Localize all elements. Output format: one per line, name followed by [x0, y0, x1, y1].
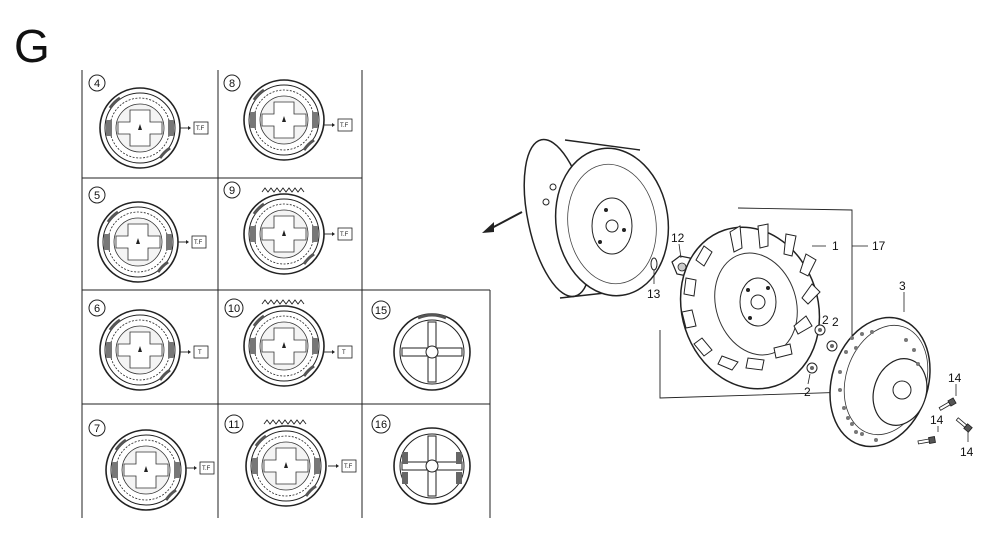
tag-marker: T	[323, 345, 353, 359]
rotor-drawing	[96, 200, 180, 284]
variant-ref-label: 15	[375, 305, 387, 317]
callout-1: 1	[832, 239, 839, 253]
variant-cell: 16	[371, 414, 471, 505]
variant-ref-label: 6	[94, 303, 100, 315]
callout-14: 14	[960, 445, 974, 459]
svg-text:T: T	[198, 350, 202, 356]
starter-pulley	[829, 316, 931, 448]
tag-marker: T.F	[323, 227, 353, 241]
callout-14: 14	[930, 413, 944, 427]
variant-cell: 6 T	[88, 299, 209, 392]
svg-text:T.F: T.F	[340, 123, 349, 129]
variant-ref-label: 11	[228, 419, 239, 431]
rotor-drawing	[244, 419, 328, 508]
small-nut	[814, 324, 826, 336]
variant-ref-label: 16	[375, 419, 387, 431]
rotor-drawing	[242, 299, 326, 388]
bolt	[955, 417, 973, 433]
callout-2: 2	[822, 313, 829, 327]
variant-ref-label: 9	[229, 185, 235, 197]
variant-cell: 8 T.F	[223, 74, 353, 162]
variant-cell: 9 T.F	[223, 181, 353, 276]
svg-text:T.F: T.F	[344, 464, 353, 470]
bolt	[917, 436, 936, 445]
tag-marker: T.F	[185, 461, 215, 475]
rotor-drawing	[104, 428, 188, 512]
variant-ref-label: 4	[94, 78, 100, 90]
svg-text:T: T	[342, 350, 346, 356]
rotor-drawing	[242, 187, 326, 276]
svg-text:T.F: T.F	[340, 232, 349, 238]
variant-cell: 10 T	[224, 298, 353, 388]
callout-13: 13	[647, 287, 661, 301]
callout-12: 12	[671, 231, 685, 245]
svg-text:T.F: T.F	[196, 126, 205, 132]
variant-ref-label: 10	[228, 303, 240, 315]
variant-ref-label: 8	[229, 78, 235, 90]
variant-cell: 5 T.F	[88, 186, 207, 284]
callout-17: 17	[872, 239, 886, 253]
rotor-drawing	[98, 86, 182, 170]
tag-marker: T	[179, 345, 209, 359]
rotor-drawing	[393, 313, 471, 391]
tag-marker: T.F	[327, 459, 357, 473]
variant-ref-label: 5	[94, 190, 100, 202]
svg-text:T.F: T.F	[194, 240, 203, 246]
callout-2: 2	[804, 385, 811, 399]
variant-ref-label: 7	[94, 423, 100, 435]
tag-marker: T.F	[179, 121, 209, 135]
rotor-drawing	[98, 308, 182, 392]
variant-cell: 11 T.F	[224, 414, 357, 508]
tag-marker: T.F	[323, 118, 353, 132]
section-letter: G	[14, 20, 50, 72]
flywheel-assembly	[482, 138, 670, 299]
variant-cell: 15	[371, 300, 471, 391]
tag-marker: T.F	[177, 235, 207, 249]
callout-2: 2	[832, 315, 839, 329]
small-nut	[806, 362, 818, 374]
rotor-drawing	[242, 78, 326, 162]
svg-text:T.F: T.F	[202, 466, 211, 472]
bolt	[938, 397, 957, 411]
variant-cell: 7 T.F	[88, 419, 215, 512]
rotor-drawing	[393, 427, 471, 505]
callout-3: 3	[899, 279, 906, 293]
variant-cell: 4 T.F	[88, 74, 209, 170]
small-nut	[826, 340, 838, 352]
washer	[650, 257, 658, 271]
variant-grid-frame	[81, 70, 491, 518]
callout-14: 14	[948, 371, 962, 385]
cooling-fan	[679, 223, 821, 390]
